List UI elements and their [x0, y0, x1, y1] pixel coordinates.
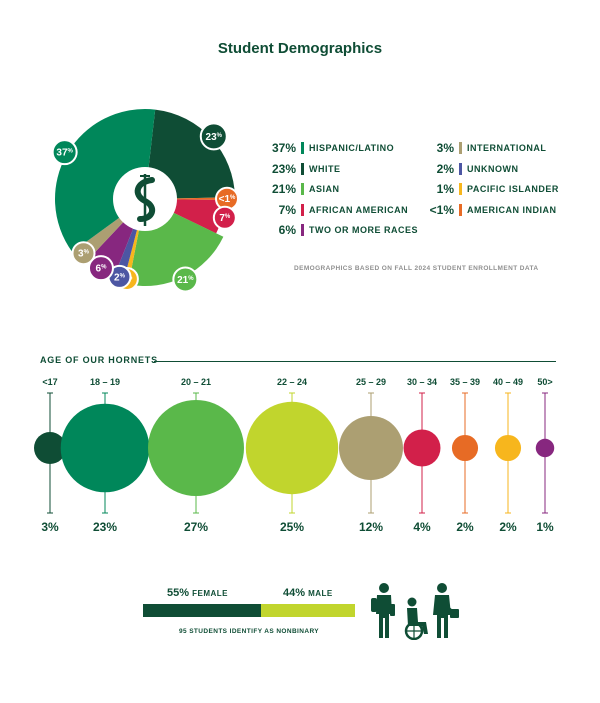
pie-value-label: 23% — [206, 132, 223, 143]
nonbinary-note: 95 STUDENTS IDENTIFY AS NONBINARY — [178, 628, 320, 635]
age-range-label: 50> — [537, 377, 552, 387]
age-bubble — [535, 438, 555, 458]
age-range-label: 40 – 49 — [493, 377, 523, 387]
legend-swatch — [301, 162, 304, 175]
university-logo-icon — [113, 167, 177, 231]
pie-value-label: <1% — [219, 194, 236, 205]
gender-bar — [143, 604, 355, 617]
legend-label: WHITE — [309, 163, 341, 174]
male-pct: 44% — [283, 587, 306, 599]
legend-pct: 23% — [271, 161, 296, 176]
age-range-label: 35 – 39 — [450, 377, 480, 387]
legend-swatch — [459, 203, 462, 216]
age-pct-label: 25% — [280, 520, 304, 534]
pie-slice-hispanic-latino — [54, 109, 156, 252]
legend-pct: <1% — [429, 202, 454, 217]
age-pct-label: 23% — [93, 520, 117, 534]
pie-badge-hispanic-latino: 37% — [51, 139, 78, 166]
demographics-pie-chart: 23%<1%7%21%1%2%6%3%37% — [51, 109, 239, 293]
male-name: MALE — [308, 589, 333, 598]
male-label: 44% MALE — [283, 587, 333, 599]
age-bubble — [34, 432, 66, 464]
legend-pct: 3% — [436, 141, 454, 155]
female-name: FEMALE — [192, 589, 228, 598]
age-pct-label: 2% — [456, 520, 474, 534]
legend-label: TWO OR MORE RACES — [309, 225, 418, 235]
age-range-label: 22 – 24 — [277, 377, 307, 387]
pie-value-label: 2% — [114, 272, 126, 283]
gender-bar-female-fill — [143, 604, 261, 617]
age-title-rule — [154, 361, 556, 362]
age-group-50: 50> 1% — [535, 377, 555, 534]
pie-badge-african-american: 7% — [212, 205, 237, 230]
pie-value-label: 6% — [96, 264, 108, 275]
age-group-18-19: 18 – 19 23% — [60, 377, 150, 534]
legend-pct: 1% — [436, 182, 454, 196]
legend-swatch — [301, 183, 304, 195]
age-group-35-39: 35 – 39 2% — [450, 377, 480, 534]
demographics-note: DEMOGRAPHICS BASED ON FALL 2024 STUDENT … — [294, 265, 539, 272]
age-group-30-34: 30 – 34 4% — [403, 377, 441, 534]
pie-slice-american-indian — [145, 197, 224, 200]
age-bubble-chart: <17 3% 18 – 19 23% 20 – 21 27% 22 – 24 25% 25 – … — [34, 377, 555, 534]
age-bubble — [494, 434, 522, 462]
age-bubble — [339, 416, 403, 480]
age-group-25-29: 25 – 29 12% — [339, 377, 403, 534]
legend-swatch — [459, 142, 462, 154]
pie-value-label: 37% — [56, 148, 73, 159]
pie-badge-asian: 21% — [172, 266, 199, 293]
pie-value-label: 21% — [177, 275, 194, 286]
age-group-40-49: 40 – 49 2% — [493, 377, 523, 534]
pie-value-label: 3% — [78, 249, 90, 260]
age-group-20-21: 20 – 21 27% — [148, 377, 244, 534]
age-pct-label: 2% — [499, 520, 517, 534]
pie-badge-unknown: 2% — [107, 264, 132, 289]
legend-swatch — [459, 183, 462, 195]
legend-swatch — [459, 162, 462, 175]
legend-pct: 6% — [278, 223, 296, 237]
legend-label: INTERNATIONAL — [467, 143, 547, 153]
age-pct-label: 3% — [41, 520, 59, 534]
age-range-label: 18 – 19 — [90, 377, 120, 387]
age-bubble — [148, 400, 244, 496]
legend-label: PACIFIC ISLANDER — [467, 184, 559, 194]
age-chart-title: AGE OF OUR HORNETS — [40, 355, 158, 365]
legend-pct: 21% — [271, 182, 296, 196]
legend-swatch — [301, 224, 304, 236]
legend-pct: 7% — [278, 202, 296, 217]
pie-badge-international: 3% — [71, 241, 96, 266]
age-bubble — [60, 403, 150, 493]
age-range-label: <17 — [42, 377, 57, 387]
pie-badge-white: 23% — [199, 122, 228, 151]
legend-label: AFRICAN AMERICAN — [309, 204, 409, 215]
age-bubble — [403, 429, 441, 467]
age-range-label: 25 – 29 — [356, 377, 386, 387]
age-pct-label: 27% — [184, 520, 208, 534]
pie-value-label: 7% — [219, 213, 231, 224]
legend-swatch — [301, 203, 304, 216]
age-range-label: 30 – 34 — [407, 377, 437, 387]
legend-swatch — [301, 142, 304, 154]
age-bubble — [451, 434, 479, 462]
age-group-22-24: 22 – 24 25% — [245, 377, 339, 534]
page-title: Student Demographics — [217, 40, 383, 57]
students-people-icon — [371, 583, 459, 640]
age-pct-label: 12% — [359, 520, 383, 534]
female-label: 55% FEMALE — [167, 587, 228, 599]
age-group-17: <17 3% — [34, 377, 66, 534]
legend-label: UNKNOWN — [467, 163, 519, 174]
legend-pct: 37% — [271, 141, 296, 155]
age-pct-label: 1% — [536, 520, 554, 534]
female-pct: 55% — [167, 587, 190, 599]
age-pct-label: 4% — [413, 520, 431, 534]
age-range-label: 20 – 21 — [181, 377, 211, 387]
pie-badge-two-or-more-races: 6% — [87, 255, 114, 282]
legend-label: AMERICAN INDIAN — [467, 204, 557, 215]
legend-pct: 2% — [436, 161, 454, 176]
legend-label: HISPANIC/LATINO — [309, 143, 395, 153]
legend-label: ASIAN — [309, 184, 340, 194]
age-bubble — [245, 401, 339, 495]
